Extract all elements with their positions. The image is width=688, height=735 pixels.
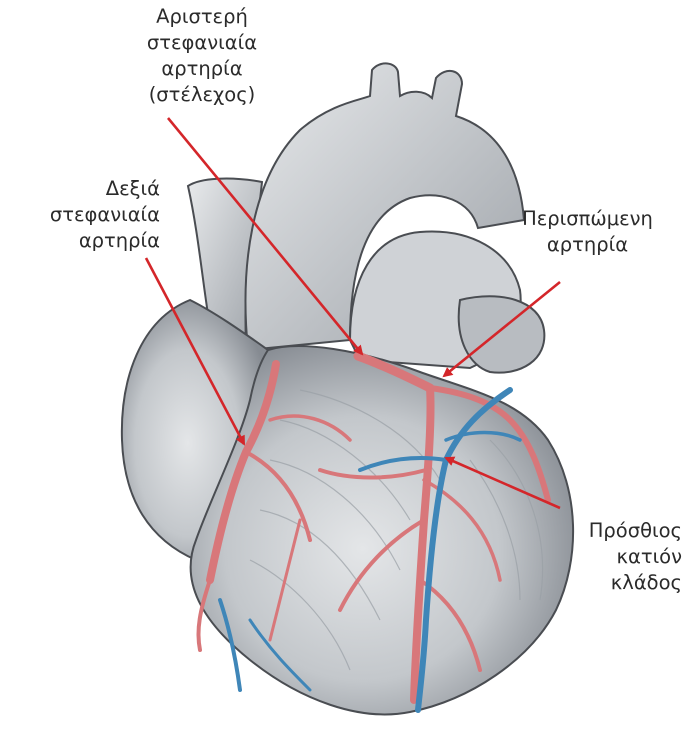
label-line: στεφανιαία [10, 202, 160, 228]
label-line: Αριστερή [82, 4, 322, 30]
label-line: αρτηρία [10, 228, 160, 254]
label-line: Περισπώμενη [500, 206, 675, 232]
label-left-main-coronary: Αριστερή στεφανιαία αρτηρία (στέλεχος) [82, 4, 322, 108]
label-line: Πρόσθιος [520, 518, 682, 544]
label-line: Δεξιά [10, 176, 160, 202]
label-line: αρτηρία [82, 56, 322, 82]
label-line: αρτηρία [500, 232, 675, 258]
label-right-coronary: Δεξιά στεφανιαία αρτηρία [10, 176, 160, 254]
label-line: κατιόν [520, 544, 682, 570]
label-line: (στέλεχος) [82, 82, 322, 108]
great-vessels [188, 63, 544, 372]
label-lad: Πρόσθιος κατιόν κλάδος [520, 518, 682, 596]
label-line: στεφανιαία [82, 30, 322, 56]
label-circumflex: Περισπώμενη αρτηρία [500, 206, 675, 258]
label-line: κλάδος [520, 570, 682, 596]
